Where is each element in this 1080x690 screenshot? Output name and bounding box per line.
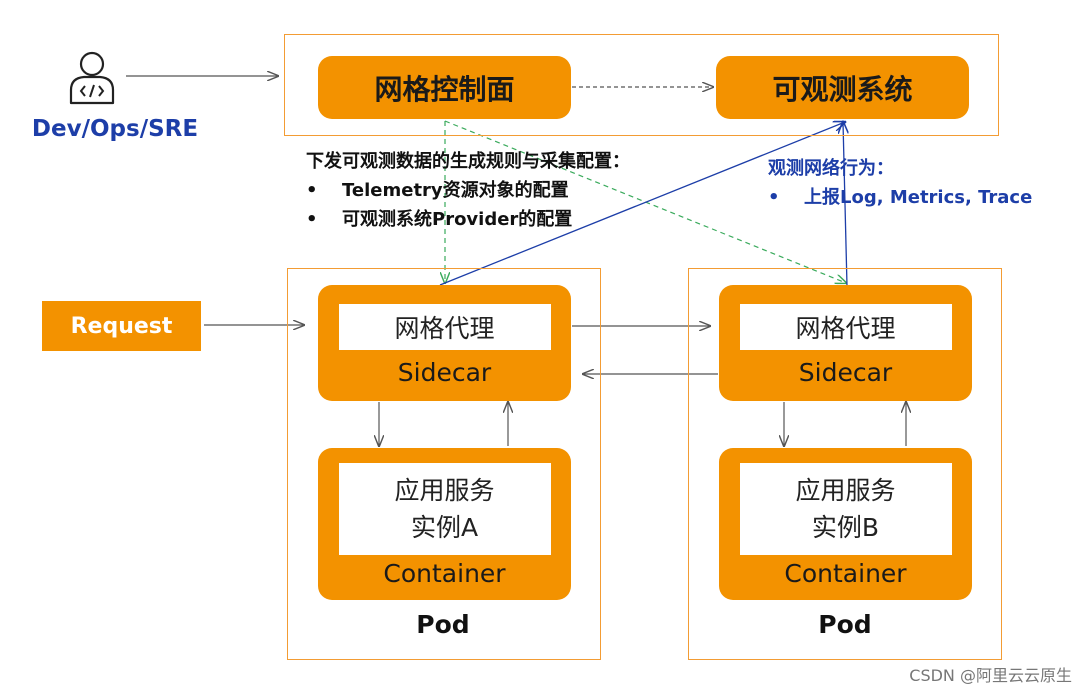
observability-label: 可观测系统 [772, 72, 913, 106]
pod-b-container-label: Container [784, 559, 907, 588]
pod-b-container-box[interactable]: 应用服务 实例B Container [719, 448, 972, 600]
control-plane-frame [284, 34, 999, 136]
report-b-arrow [843, 122, 847, 287]
developer-label: Dev/Ops/SRE [31, 116, 199, 142]
pod-b-app-line2: 实例B [811, 513, 880, 542]
request-label: Request [70, 313, 173, 339]
pod-b-app-panel: 应用服务 实例B [739, 463, 952, 555]
watermark: CSDN @阿里云云原生 [909, 666, 1072, 685]
pod-b-proxy-panel: 网格代理 [739, 304, 952, 350]
pod-a-sidecar-label: Sidecar [397, 358, 492, 387]
pod-a-app-line2: 实例A [410, 513, 479, 542]
config-note: 下发可观测数据的生成规则与采集配置： •Telemetry资源对象的配置 •可观… [306, 147, 726, 234]
pod-b-app-line1: 应用服务 [795, 476, 896, 505]
pod-a-container-label: Container [383, 559, 506, 588]
pod-a-app-panel: 应用服务 实例A [338, 463, 551, 555]
report-a-arrow [439, 122, 845, 286]
observe-note: 观测网络行为： •上报Log, Metrics, Trace [768, 154, 1068, 212]
pod-a-container-box[interactable]: 应用服务 实例A Container [318, 448, 571, 600]
config-note-item: •可观测系统Provider的配置 [306, 209, 573, 230]
control-plane-label: 网格控制面 [374, 72, 515, 106]
config-note-item: •Telemetry资源对象的配置 [306, 180, 569, 201]
observe-note-heading: 观测网络行为： [768, 158, 894, 179]
pod-b-proxy-label: 网格代理 [795, 314, 896, 343]
observability-box[interactable]: 可观测系统 [716, 56, 969, 119]
pod-b-frame [688, 268, 1002, 660]
pod-b-sidecar-label: Sidecar [798, 358, 893, 387]
developer-icon [66, 48, 118, 106]
pod-b-sidecar-box[interactable]: 网格代理 Sidecar [719, 285, 972, 401]
observe-note-item: •上报Log, Metrics, Trace [768, 187, 1033, 208]
pod-a-label: Pod [416, 610, 470, 639]
pod-b-label: Pod [818, 610, 872, 639]
pod-a-app-line1: 应用服务 [394, 476, 495, 505]
request-box[interactable]: Request [42, 301, 201, 351]
config-note-heading: 下发可观测数据的生成规则与采集配置： [306, 151, 630, 172]
control-plane-box[interactable]: 网格控制面 [318, 56, 571, 119]
pod-a-frame [287, 268, 601, 660]
pod-a-proxy-panel: 网格代理 [338, 304, 551, 350]
pod-a-sidecar-box[interactable]: 网格代理 Sidecar [318, 285, 571, 401]
pod-a-proxy-label: 网格代理 [394, 314, 495, 343]
